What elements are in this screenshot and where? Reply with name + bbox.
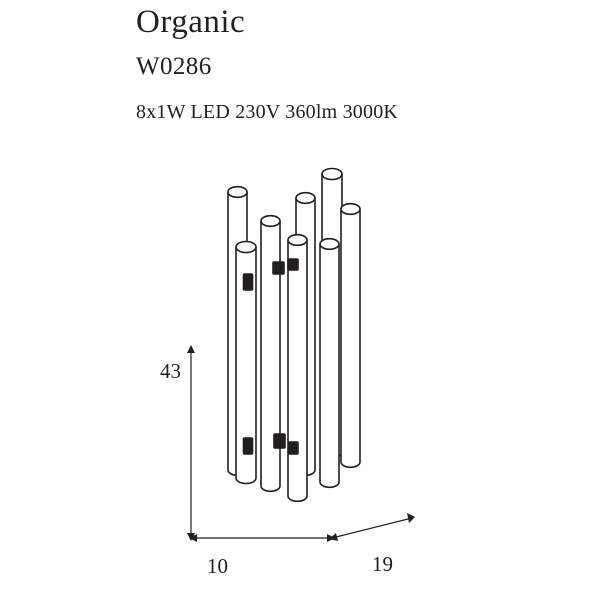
dimension-label-depth: 19 [372, 552, 393, 576]
connector-block-right-lower [288, 441, 299, 455]
dimension-label-height: 43 [160, 359, 181, 383]
tube-front-left [235, 240, 257, 485]
dimension-lines [187, 345, 415, 542]
connector-block-center-upper [272, 261, 285, 275]
tube-front-left-two [260, 214, 281, 493]
tube-front-center [287, 233, 308, 503]
connector-block-left-lower [242, 437, 254, 455]
dimension-line-depth [331, 517, 413, 539]
connector-block-right-upper [287, 258, 299, 271]
connector-block-center-lower [273, 433, 286, 449]
page-title: Organic [136, 4, 246, 40]
dimension-label-width: 10 [207, 554, 228, 578]
tube-front-right [319, 237, 340, 489]
tube-right-outer [340, 202, 361, 469]
product-code: W0286 [136, 53, 212, 80]
product-specs: 8x1W LED 230V 360lm 3000K [136, 101, 399, 123]
connector-block-left-upper [242, 273, 254, 291]
